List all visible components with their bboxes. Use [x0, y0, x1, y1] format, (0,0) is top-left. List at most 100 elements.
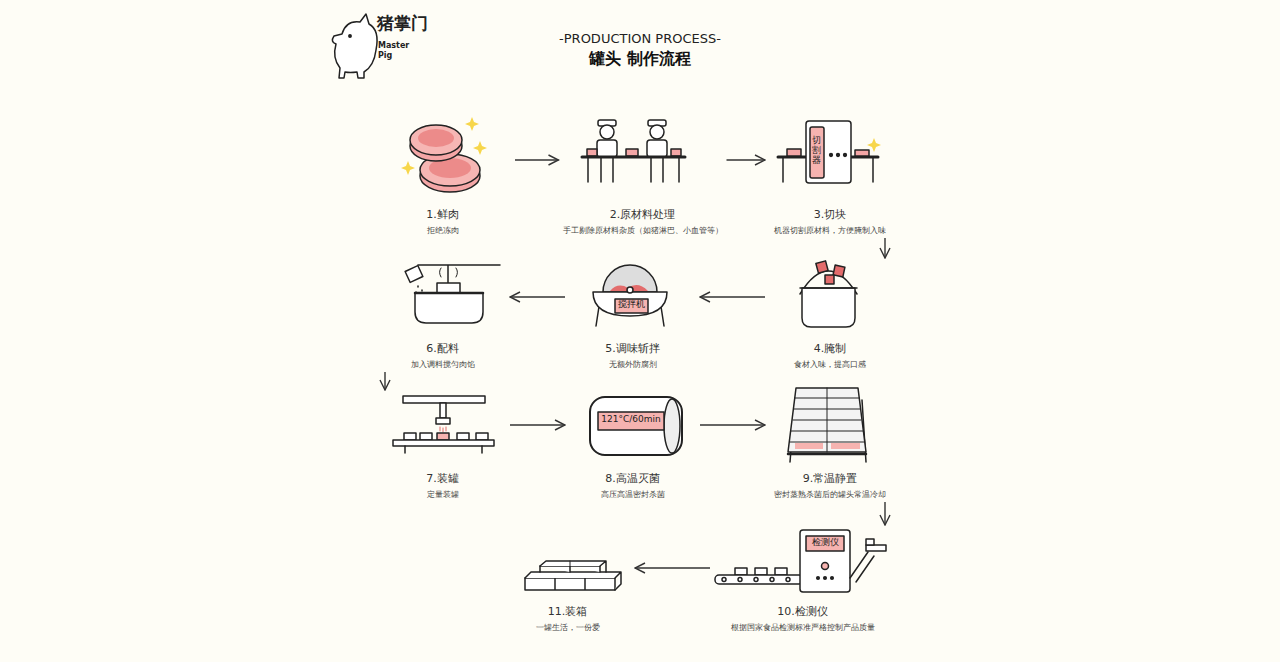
inspector-illustration-part	[754, 578, 758, 582]
step-description: 高压高温密封杀菌	[601, 489, 665, 500]
mixer-illustration	[593, 265, 667, 326]
step-description: 机器切割原材料，方便腌制入味	[774, 225, 886, 236]
seasoning-illustration-part	[418, 265, 500, 283]
process-step: 4.腌制食材入味，提高口感	[765, 258, 895, 372]
filler-illustration-part	[440, 403, 446, 418]
step-title: 4.腌制	[814, 341, 847, 356]
inspector-illustration-part	[722, 578, 726, 582]
process-step: 7.装罐定量装罐	[375, 390, 510, 502]
cutter-illustration-part	[810, 127, 824, 178]
boxes-illustration-part	[540, 561, 606, 572]
inspector-illustration-part	[770, 578, 774, 582]
inspector-illustration-part	[786, 578, 790, 582]
meat-illustration-part	[401, 161, 415, 175]
machine-label: 121°C/60min	[601, 415, 660, 425]
flow-arrow	[884, 502, 885, 525]
workers-illustration-part	[650, 125, 664, 139]
logo-pig	[332, 14, 377, 78]
flow-arrow	[700, 424, 765, 425]
workers-illustration-part	[587, 149, 597, 156]
meat-illustration-part	[410, 125, 462, 155]
inspector-illustration-part	[822, 563, 829, 570]
illustration-part	[332, 14, 886, 592]
filler-illustration-part	[404, 433, 416, 440]
inspector-illustration-part	[715, 575, 803, 584]
workers-illustration-part	[626, 149, 638, 156]
flow-arrow	[884, 238, 885, 258]
mixer-illustration-part	[615, 299, 648, 313]
rack-illustration-part	[795, 443, 823, 449]
cutter-illustration-part	[867, 138, 881, 152]
workers-illustration-part	[582, 156, 685, 159]
flow-arrow	[510, 296, 565, 297]
step-description: 定量装罐	[427, 489, 459, 500]
seasoning-illustration-part	[415, 292, 483, 295]
step-title: 3.切块	[814, 207, 847, 222]
meat-illustration-part	[473, 141, 487, 155]
sterilizer-illustration-part	[598, 412, 664, 430]
filler-illustration-part	[405, 446, 482, 453]
cutter-illustration-part	[830, 154, 833, 157]
filler-illustration-part	[393, 440, 494, 446]
boxes-illustration	[525, 561, 621, 590]
pot-illustration-part	[800, 287, 857, 289]
seasoning-illustration-part	[415, 293, 483, 323]
machine-label: 检测仪	[812, 538, 839, 548]
sterilizer-illustration-part	[664, 399, 680, 453]
mixer-illustration-part	[593, 292, 667, 316]
diagram-title: 罐头 制作流程	[589, 49, 691, 70]
step-description: 食材入味，提高口感	[794, 359, 866, 370]
inspector-illustration-part	[866, 545, 886, 551]
meat-illustration-part	[418, 129, 454, 147]
pot-illustration-part	[816, 261, 828, 273]
filler-illustration	[393, 396, 494, 453]
step-title: 9.常温静置	[803, 471, 858, 486]
workers-illustration-part	[651, 157, 663, 182]
inspector-illustration-part	[755, 568, 767, 575]
process-step: 5.调味斩拌无额外防腐剂	[565, 258, 700, 372]
sterilizer-illustration-part	[590, 397, 682, 455]
subtitle: -PRODUCTION PROCESS-	[559, 32, 721, 46]
filler-illustration-part	[437, 433, 449, 440]
step-description: 一罐生活，一份爱	[536, 622, 600, 633]
step-description: 根据国家食品检测标准严格控制产品质量	[731, 622, 875, 633]
flow-arrow	[384, 372, 385, 390]
inspector-illustration	[715, 530, 886, 592]
step-title: 8.高温灭菌	[605, 471, 660, 486]
process-step: 1.鲜肉拒绝冻肉	[370, 112, 515, 238]
logo-pig-part	[349, 35, 351, 37]
step-description: 无额外防腐剂	[609, 359, 657, 370]
workers-illustration-part	[588, 157, 679, 182]
filler-illustration-part	[440, 427, 446, 432]
inspector-illustration-part	[738, 578, 742, 582]
process-step: 11.装箱一罐生活，一份爱	[500, 525, 635, 635]
logo-pig-part	[332, 14, 377, 78]
workers-illustration	[582, 120, 685, 182]
rack-illustration-part	[788, 388, 866, 452]
step-description: 拒绝冻肉	[427, 225, 459, 236]
workers-illustration-part	[600, 125, 614, 139]
step-description: 密封蒸熟杀菌后的罐头常温冷却	[774, 489, 886, 500]
inspector-illustration-part	[831, 577, 834, 580]
flow-arrow	[510, 424, 565, 425]
cutter-illustration-part	[806, 121, 851, 183]
machine-label: 切割器	[812, 136, 821, 166]
step-title: 1.鲜肉	[426, 207, 459, 222]
process-step: 10.检测仪根据国家食品检测标准严格控制产品质量	[710, 525, 895, 635]
machine-label: 搅拌机	[618, 300, 645, 310]
workers-illustration-part	[671, 149, 681, 156]
step-title: 11.装箱	[548, 604, 588, 619]
filler-illustration-part	[420, 433, 432, 440]
cutter-illustration-part	[837, 154, 840, 157]
pot-illustration-part	[833, 265, 845, 277]
step-title: 5.调味斩拌	[605, 341, 660, 356]
boxes-illustration-part	[540, 566, 600, 572]
filler-illustration-part	[403, 396, 485, 403]
step-title: 10.检测仪	[777, 604, 828, 619]
boxes-illustration-part	[525, 578, 615, 590]
logo-name: 猪掌门	[377, 14, 428, 33]
pot-illustration-part	[802, 288, 855, 327]
process-step: 2.原材料处理手工剔除原材料杂质（如猪淋巴、小血管等）	[559, 112, 727, 238]
